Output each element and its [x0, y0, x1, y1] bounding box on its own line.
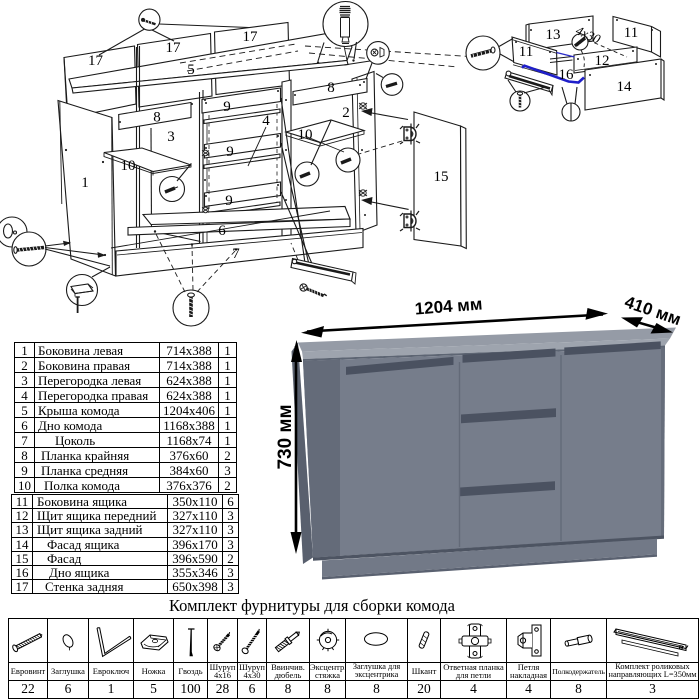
svg-text:11: 11 — [624, 25, 638, 41]
svg-text:9: 9 — [225, 193, 233, 209]
svg-text:2: 2 — [342, 105, 350, 121]
svg-text:17: 17 — [88, 53, 104, 69]
svg-text:7: 7 — [232, 246, 240, 262]
svg-text:16: 16 — [559, 67, 575, 83]
svg-text:6: 6 — [218, 223, 226, 239]
svg-text:1: 1 — [81, 175, 89, 191]
svg-text:3: 3 — [167, 129, 175, 145]
svg-text:730 мм: 730 мм — [275, 404, 296, 469]
svg-text:8: 8 — [327, 80, 335, 96]
svg-text:17: 17 — [243, 29, 259, 45]
svg-text:9: 9 — [226, 144, 234, 160]
svg-text:14: 14 — [617, 79, 633, 95]
svg-text:10: 10 — [298, 127, 313, 143]
svg-text:4: 4 — [262, 113, 270, 129]
svg-text:17: 17 — [166, 40, 182, 56]
svg-text:5: 5 — [187, 62, 195, 78]
svg-text:13: 13 — [546, 27, 561, 43]
svg-text:11: 11 — [519, 44, 533, 60]
svg-text:12: 12 — [595, 53, 610, 69]
svg-text:15: 15 — [434, 169, 449, 185]
svg-text:10: 10 — [121, 158, 136, 174]
svg-text:8: 8 — [153, 110, 161, 126]
svg-text:1204 мм: 1204 мм — [414, 294, 483, 318]
svg-text:9: 9 — [223, 99, 231, 115]
